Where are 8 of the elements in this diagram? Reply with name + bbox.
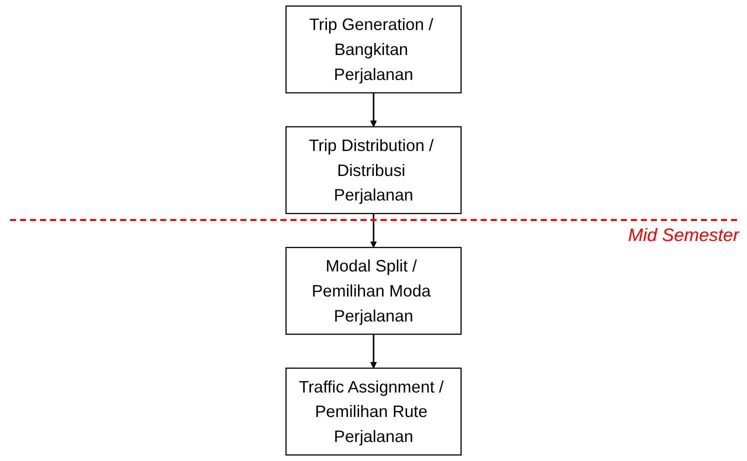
node-box: Trip Generation / Bangkitan Perjalanan [285, 5, 462, 94]
node-box: Trip Distribution / Distribusi Perjalanan [285, 126, 462, 214]
arrow [370, 334, 377, 368]
arrow [370, 214, 377, 248]
node-box: Traffic Assignment / Pemilihan Rute Perjalanan [285, 368, 462, 456]
milestone-label: Mid Semester [628, 224, 739, 246]
arrow [370, 92, 377, 128]
node-box: Modal Split / Pemilihan Moda Perjalanan [285, 246, 462, 335]
